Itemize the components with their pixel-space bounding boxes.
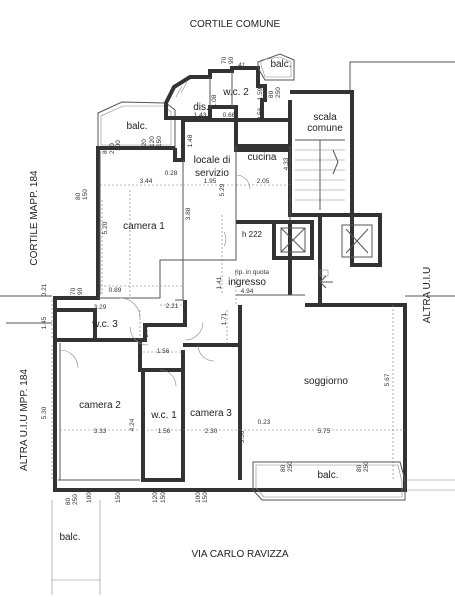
- open-right-250b: 250: [363, 461, 370, 472]
- dim-530r: 5.30: [239, 430, 246, 443]
- dim-156b: 1.56: [158, 428, 171, 435]
- dim-108: 1.08: [211, 94, 218, 107]
- service-block-top: [164, 53, 295, 122]
- dim-230: 2.30: [205, 428, 218, 435]
- open-bottom-80: 80: [65, 497, 72, 505]
- label-top: CORTILE COMUNE: [190, 19, 281, 30]
- balcony-bottom: [252, 461, 406, 501]
- room-balc-bottom-left: balc.: [59, 532, 80, 543]
- dim-156a: 1.56: [157, 348, 170, 355]
- open-bottom-150b: 150: [160, 492, 167, 503]
- elevator-right: [341, 224, 373, 258]
- room-balc-top-left: balc.: [126, 121, 147, 132]
- room-scala-1: scala: [313, 112, 337, 123]
- open-left-70: 70: [70, 287, 77, 295]
- dim-494: 4.94: [241, 288, 254, 295]
- open-wc-100: 100: [115, 140, 122, 151]
- open-250c: 250: [275, 87, 282, 98]
- site-lines: [0, 61, 455, 595]
- open-right-250: 250: [287, 461, 294, 472]
- dim-066: 0.66: [223, 112, 236, 119]
- open-bottom-100: 100: [86, 492, 93, 503]
- room-soggiorno: soggiorno: [304, 376, 348, 387]
- open-right-80b: 80: [356, 464, 363, 472]
- room-camera2: camera 2: [79, 400, 121, 411]
- dim-141: 1.41: [216, 276, 223, 289]
- open-bottom-150c: 150: [202, 492, 209, 503]
- dim-145: 1.45: [41, 316, 48, 329]
- open-150: 150: [156, 136, 163, 147]
- dim-333: 3.33: [94, 428, 107, 435]
- open-80a: 80: [102, 146, 109, 154]
- room-locale-2: servizio: [195, 168, 229, 179]
- dim-159: 1.59: [257, 87, 264, 100]
- open-wc-120: 120: [141, 139, 148, 150]
- dim-424: 4.24: [129, 418, 136, 431]
- open-left-150: 150: [82, 189, 89, 200]
- opening-annotations: 80 250 120 150 80 250 70 90 80 150 70 90…: [65, 56, 370, 505]
- dim-041: .41: [236, 62, 245, 69]
- room-scala-2: comune: [307, 123, 343, 134]
- open-bottom-250: 250: [72, 494, 79, 505]
- dim-221: 2.21: [166, 303, 179, 310]
- dim-021: 0.21: [41, 283, 48, 296]
- open-right-80: 80: [280, 464, 287, 472]
- dim-529: 5.29: [219, 183, 226, 196]
- room-camera1: camera 1: [123, 221, 165, 232]
- open-90: 90: [228, 56, 235, 64]
- room-dis: dis.: [193, 102, 209, 113]
- room-rip-in-quota: rip. in quota: [235, 269, 269, 276]
- open-bottom-100b: 100: [195, 492, 202, 503]
- room-cucina: cucina: [248, 152, 277, 163]
- dim-279: 2.79: [143, 324, 150, 337]
- dim-171: 1.71: [221, 312, 228, 325]
- dim-143: 1.43: [194, 112, 207, 119]
- dim-023: 0.23: [258, 419, 271, 426]
- open-120: 120: [149, 136, 156, 147]
- room-wc1: w.c. 1: [150, 410, 177, 421]
- dim-195: 1.95: [204, 178, 217, 185]
- dim-056: 0.56: [257, 107, 264, 120]
- dim-089: 0.89: [109, 287, 122, 294]
- entry-arrow-icon: [319, 269, 333, 289]
- dim-205: 2.05: [257, 178, 270, 185]
- room-h222: h 222: [242, 230, 263, 239]
- label-left-upper: CORTILE MAPP. 184: [29, 170, 40, 266]
- room-wc2: w.c. 2: [222, 87, 249, 98]
- dim-575: 5.75: [318, 428, 331, 435]
- room-balc-top-right: balc.: [270, 59, 291, 70]
- dim-329: 3.29: [94, 304, 107, 311]
- dimension-labels: 3.44 0.28 1.95 2.05 5.20 3.88 5.29 4.33 …: [41, 62, 391, 443]
- stair-block: [295, 139, 345, 210]
- door-swings: [59, 174, 251, 387]
- open-left-90: 90: [77, 287, 84, 295]
- dim-344: 3.44: [140, 178, 153, 185]
- room-camera3: camera 3: [190, 408, 232, 419]
- label-bottom: VIA CARLO RAVIZZA: [191, 549, 288, 560]
- open-left-80: 80: [75, 192, 82, 200]
- label-left-lower: ALTRA U.I.U MPP. 184: [19, 369, 30, 471]
- dimension-lines: [51, 184, 405, 480]
- dim-530l: 5.30: [41, 406, 48, 419]
- open-80c: 80: [268, 90, 275, 98]
- dim-433: 4.33: [283, 157, 290, 170]
- room-labels: balc. dis. w.c. 2 balc. locale di serviz…: [59, 59, 348, 543]
- open-250a: 250: [109, 143, 116, 154]
- dim-567: 5.67: [384, 373, 391, 386]
- open-70: 70: [221, 56, 228, 64]
- dim-148: 1.48: [187, 134, 194, 147]
- elevator-left: [272, 220, 314, 260]
- room-balc-bottom: balc.: [317, 470, 338, 481]
- dim-028: 0.28: [165, 170, 178, 177]
- dim-520: 5.20: [102, 221, 109, 234]
- room-locale-1: locale di: [194, 155, 231, 166]
- open-bottom-150: 150: [115, 492, 122, 503]
- label-right: ALTRA U.I.U: [422, 267, 433, 324]
- room-ingresso: ingresso: [228, 277, 266, 288]
- room-wc3: w.c. 3: [91, 319, 118, 330]
- dim-388: 3.88: [185, 207, 192, 220]
- open-bottom-120: 120: [152, 492, 159, 503]
